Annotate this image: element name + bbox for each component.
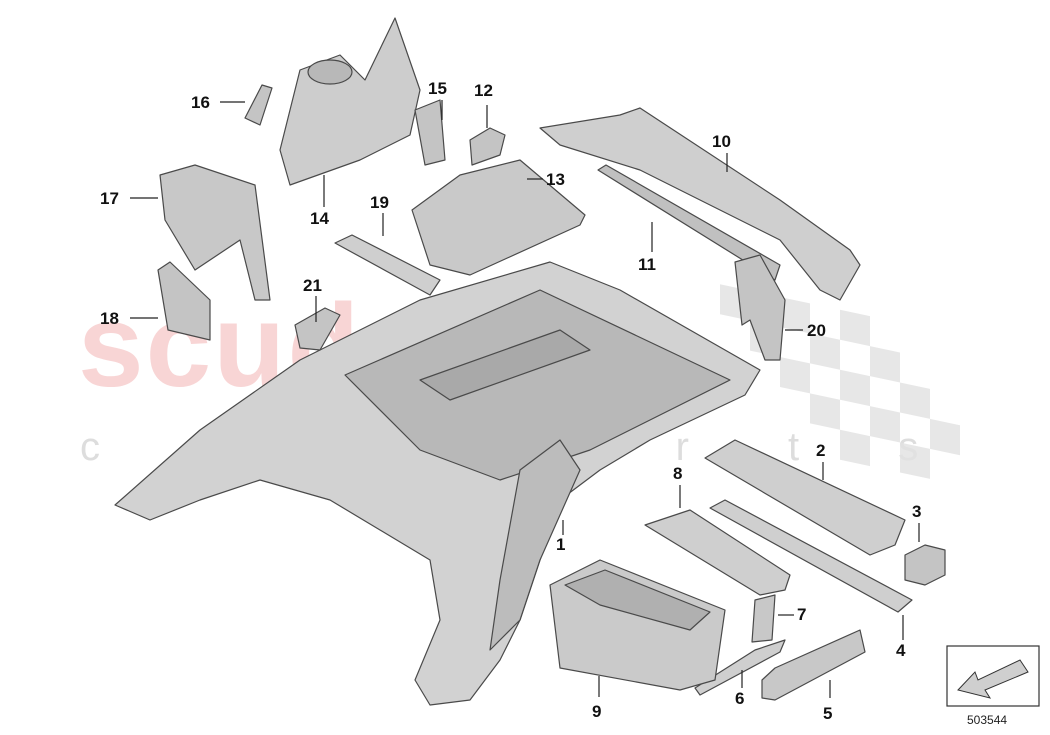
part-8-support <box>644 509 791 596</box>
part-2-crossmember <box>704 439 906 556</box>
part-21-bracket <box>294 307 341 351</box>
part-4-member <box>709 499 913 613</box>
callout-14: 14 <box>310 209 329 228</box>
part-13-panel <box>411 159 586 276</box>
part-1-rail <box>489 439 581 651</box>
callout-13: 13 <box>546 170 565 189</box>
callout-2: 2 <box>816 441 826 460</box>
callout-7: 7 <box>797 605 807 624</box>
callout-16: 16 <box>191 93 210 112</box>
callout-9: 9 <box>592 702 602 721</box>
callout-6: 6 <box>735 689 745 708</box>
part-1-floor-panel <box>344 289 731 481</box>
part-15-bracket <box>414 99 446 166</box>
callout-5: 5 <box>823 704 833 723</box>
part-11-rail <box>597 164 781 281</box>
callout-3: 3 <box>912 502 922 521</box>
callout-10: 10 <box>712 132 731 151</box>
callout-18: 18 <box>100 309 119 328</box>
part-10-upper-rail <box>539 107 861 301</box>
part-14-strut-tower <box>307 59 353 85</box>
callout-8: 8 <box>673 464 683 483</box>
callout-4: 4 <box>896 641 906 660</box>
part-17-pillar <box>159 164 271 301</box>
part-12-bracket <box>469 127 506 166</box>
callout-11: 11 <box>638 255 656 274</box>
part-3-bracket <box>904 544 946 586</box>
orientation-box <box>946 645 1040 707</box>
part-18-bracket <box>157 261 211 341</box>
orientation-arrow-icon <box>957 659 1029 699</box>
part-7-bracket <box>751 594 776 643</box>
callout-12: 12 <box>474 81 493 100</box>
part-6-strip <box>694 639 786 696</box>
part-19-crossmember <box>334 234 441 296</box>
part-20-panel <box>734 254 786 361</box>
callout-15: 15 <box>428 79 447 98</box>
diagram-reference-number: 503544 <box>967 713 1008 727</box>
part-16-bracket <box>244 84 273 126</box>
callout-19: 19 <box>370 193 389 212</box>
callout-1: 1 <box>556 535 566 554</box>
part-9-tub-inner <box>564 569 711 631</box>
part-9-spare-wheel-tub <box>549 559 726 691</box>
callout-20: 20 <box>807 321 826 340</box>
part-14-wheelhouse <box>279 17 421 186</box>
part-1-tunnel <box>419 329 591 401</box>
callout-17: 17 <box>100 189 119 208</box>
callout-21: 21 <box>303 276 322 295</box>
part-5-rail <box>761 629 866 701</box>
